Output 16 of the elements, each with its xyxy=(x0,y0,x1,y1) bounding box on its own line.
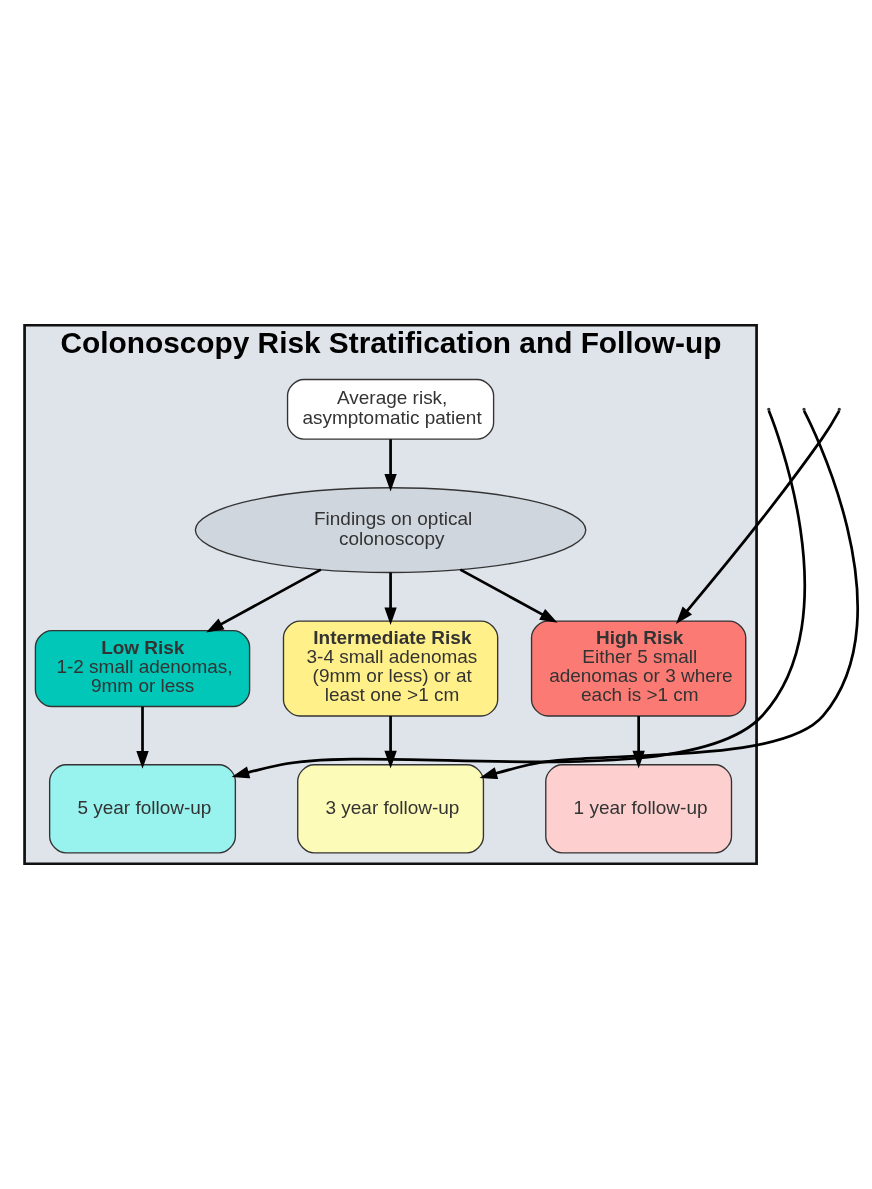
arrow xyxy=(231,410,806,779)
node-box: High Risk Either 5 small adenomas or 3 where each is >1 cm xyxy=(530,620,747,717)
arrow xyxy=(479,410,859,780)
node-ellipse: Findings on optical colonoscopy xyxy=(194,487,587,574)
node-box: Average risk, asymptomatic patient xyxy=(286,378,495,440)
node-box: 5 year follow-up xyxy=(48,764,237,854)
arrow xyxy=(136,706,149,769)
arrow xyxy=(384,572,397,626)
arrow xyxy=(675,410,841,624)
node-box: Intermediate Risk 3-4 small adenomas (9mm or less) or at least one >1 cm xyxy=(282,620,499,717)
arrow xyxy=(206,568,322,633)
arrow xyxy=(384,439,397,492)
node-box: 3 year follow-up xyxy=(297,764,485,854)
arrow xyxy=(459,568,558,623)
node-box: 1 year follow-up xyxy=(545,764,733,854)
node-box: Low Risk 1-2 small adenomas, 9mm or less xyxy=(34,629,251,708)
